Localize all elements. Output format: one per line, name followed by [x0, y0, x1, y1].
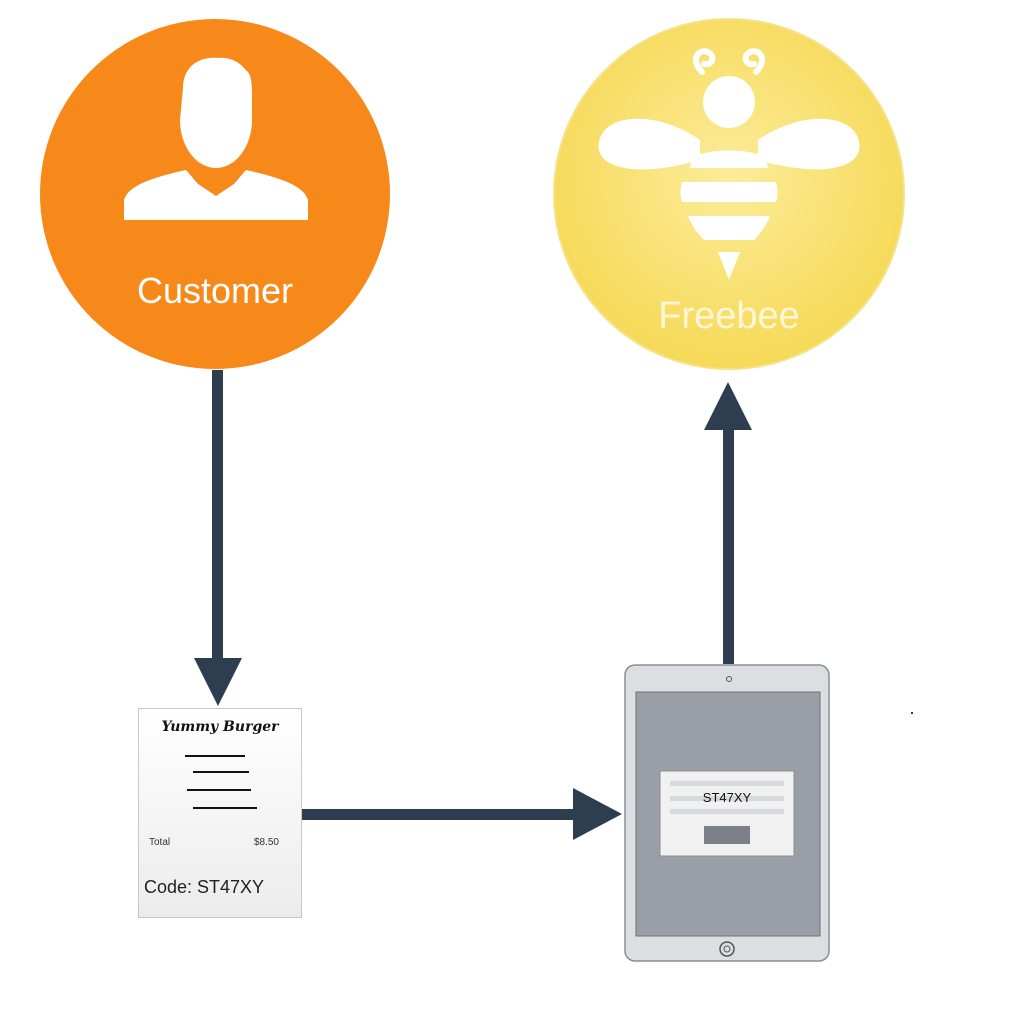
freebee-node[interactable] [553, 18, 905, 370]
screen-card [659, 770, 795, 857]
receipt-store-name: Yummy Burger [161, 719, 279, 735]
receipt-line [185, 755, 245, 757]
customer-label: Customer [136, 270, 294, 311]
tablet-device[interactable] [624, 664, 830, 962]
receipt[interactable]: Yummy Burger Total $8.50 Code: ST47XY [138, 708, 302, 918]
bee-icon [598, 48, 860, 280]
freebee-label: Freebee [658, 295, 800, 337]
arrow-tablet-to-freebee [704, 382, 752, 664]
arrow-receipt-to-tablet [302, 788, 622, 840]
screen-submit-button[interactable] [704, 826, 750, 844]
receipt-total-value: $8.50 [253, 837, 279, 848]
receipt-line [193, 807, 257, 809]
person-icon [124, 57, 308, 220]
arrow-customer-to-receipt [194, 370, 242, 706]
receipt-code: Code: ST47XY [144, 877, 265, 897]
receipt-line [187, 789, 251, 791]
screen-code: ST47XY [702, 790, 752, 805]
stray-dot [911, 712, 913, 714]
receipt-line [193, 771, 249, 773]
receipt-total-label: Total [149, 837, 171, 848]
customer-node[interactable] [40, 19, 390, 369]
